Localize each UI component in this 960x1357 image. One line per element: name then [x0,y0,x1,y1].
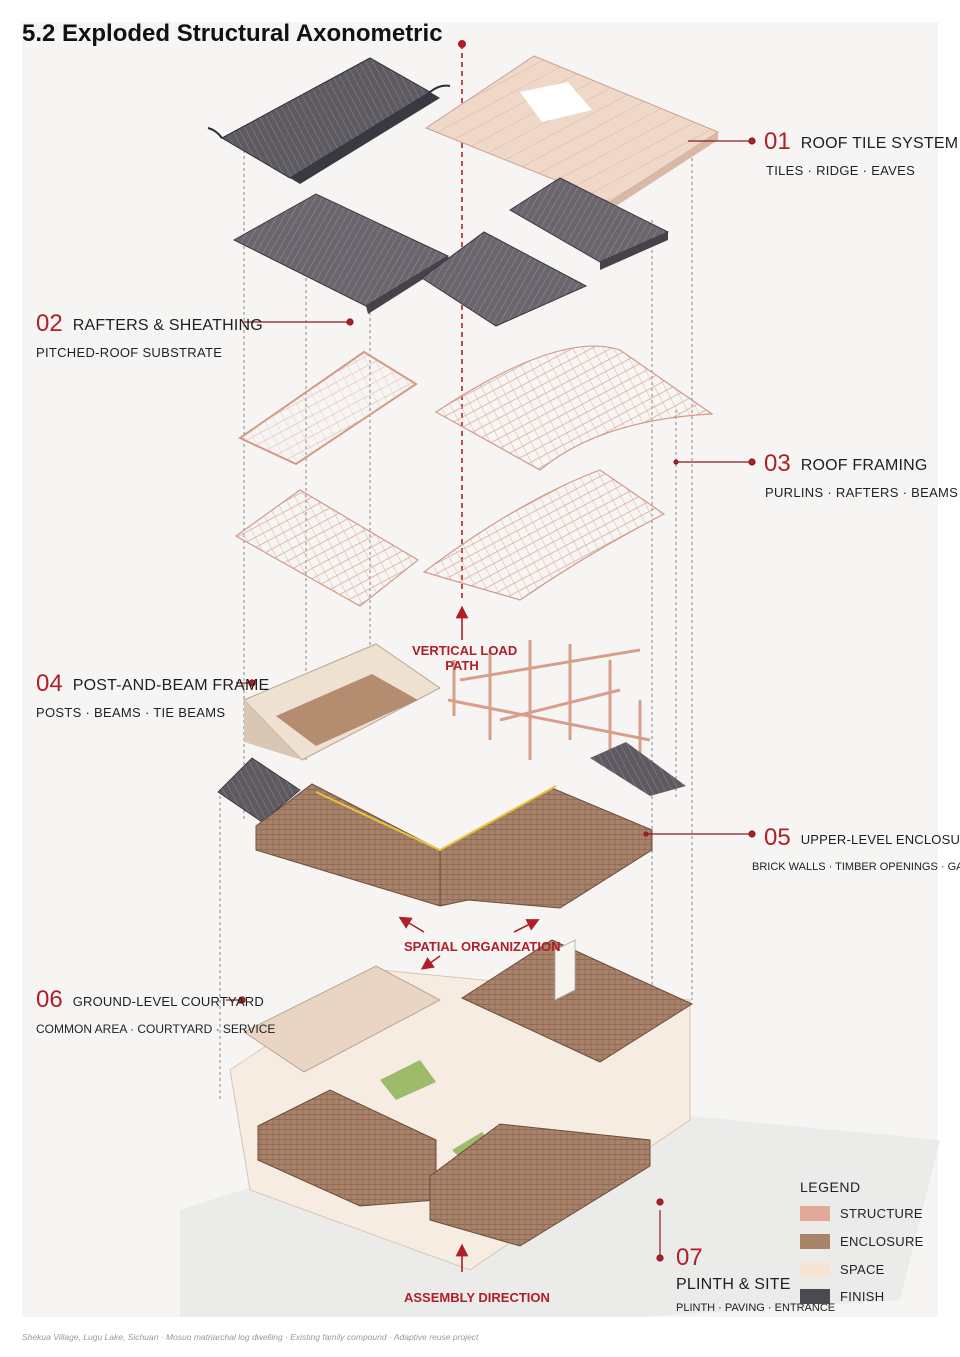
legend-item-finish: FINISH [800,1287,884,1305]
legend-label: SPACE [840,1261,885,1277]
layer-subtitle: PLINTH · PAVING · ENTRANCE [676,1302,836,1314]
layer-number: 04 [36,670,63,697]
layer-subtitle: POSTS · BEAMS · TIE BEAMS [36,705,226,720]
layer-subtitle: PURLINS · RAFTERS · BEAMS [765,485,959,500]
layer-subtitle: TILES · RIDGE · EAVES [766,163,916,178]
layer-number: 06 [36,986,63,1013]
layer-number: 01 [764,128,791,155]
roof-framing-layer [234,345,714,607]
layer-title: POST-AND-BEAM FRAME [72,677,270,694]
layer-label-roof-tile: 01 ROOF TILE SYSTEM [764,128,958,156]
layer-title: PLINTH & SITE [676,1276,791,1293]
layer-number: 05 [764,824,791,851]
legend-item-enclosure: ENCLOSURE [800,1232,924,1250]
legend-title: LEGEND [800,1179,861,1195]
legend-item-space: SPACE [800,1260,885,1278]
legend-item-structure: STRUCTURE [800,1204,923,1222]
vertical-load-line-2: PATH [445,658,479,673]
legend-label: FINISH [840,1288,885,1304]
layer-title: GROUND-LEVEL COURTYARD [72,994,264,1009]
layer-label-roof-framing: 03 ROOF FRAMING [764,450,928,478]
vertical-load-line-1: VERTICAL LOAD [412,643,518,658]
upper-enclosure-layer [217,742,686,909]
layer-label-rafters: 02 RAFTERS & SHEATHING [36,310,263,338]
direction-arrows [398,605,540,1272]
assembly-direction-annotation: ASSEMBLY DIRECTION [404,1290,550,1305]
post-beam-layer [243,640,651,770]
ground-level-layer [180,939,940,1317]
legend-label: ENCLOSURE [840,1233,924,1249]
layer-label-plinth: 07 [676,1244,713,1272]
sheathing-layer [232,177,670,327]
layer-title: UPPER-LEVEL ENCLOSURE [800,832,960,847]
layer-label-upper-enclosure: 05 UPPER-LEVEL ENCLOSURE [764,824,960,852]
legend-swatch [800,1288,830,1304]
page-title: 5.2 Exploded Structural Axonometric [22,20,443,47]
load-path-origin [458,40,466,48]
layer-title: ROOF FRAMING [800,457,928,474]
layer-subtitle: COMMON AREA · COURTYARD · SERVICE [36,1022,276,1036]
legend-swatch [800,1233,830,1249]
legend-label: STRUCTURE [840,1205,923,1221]
layer-label-ground-level: 06 GROUND-LEVEL COURTYARD [36,986,264,1014]
layer-title-wrap: PLINTH & SITE [676,1276,791,1294]
roof-tile-layer [207,55,720,210]
layer-subtitle: PITCHED-ROOF SUBSTRATE [36,345,223,360]
layer-subtitle: BRICK WALLS · TIMBER OPENINGS · GALLERY [752,861,960,873]
legend-swatch [800,1205,830,1221]
layer-label-post-beam: 04 POST-AND-BEAM FRAME [36,670,269,698]
layer-number: 03 [764,450,791,477]
layer-title: RAFTERS & SHEATHING [72,317,263,334]
layer-number: 02 [36,310,63,337]
legend-swatch [800,1261,830,1277]
layer-number: 07 [676,1244,703,1271]
layer-title: ROOF TILE SYSTEM [800,135,959,152]
leader-lines [226,137,756,1262]
footnote: Shekua Village, Lugu Lake, Sichuan · Mos… [22,1332,479,1342]
spatial-organization-annotation: SPATIAL ORGANIZATION [404,939,561,954]
